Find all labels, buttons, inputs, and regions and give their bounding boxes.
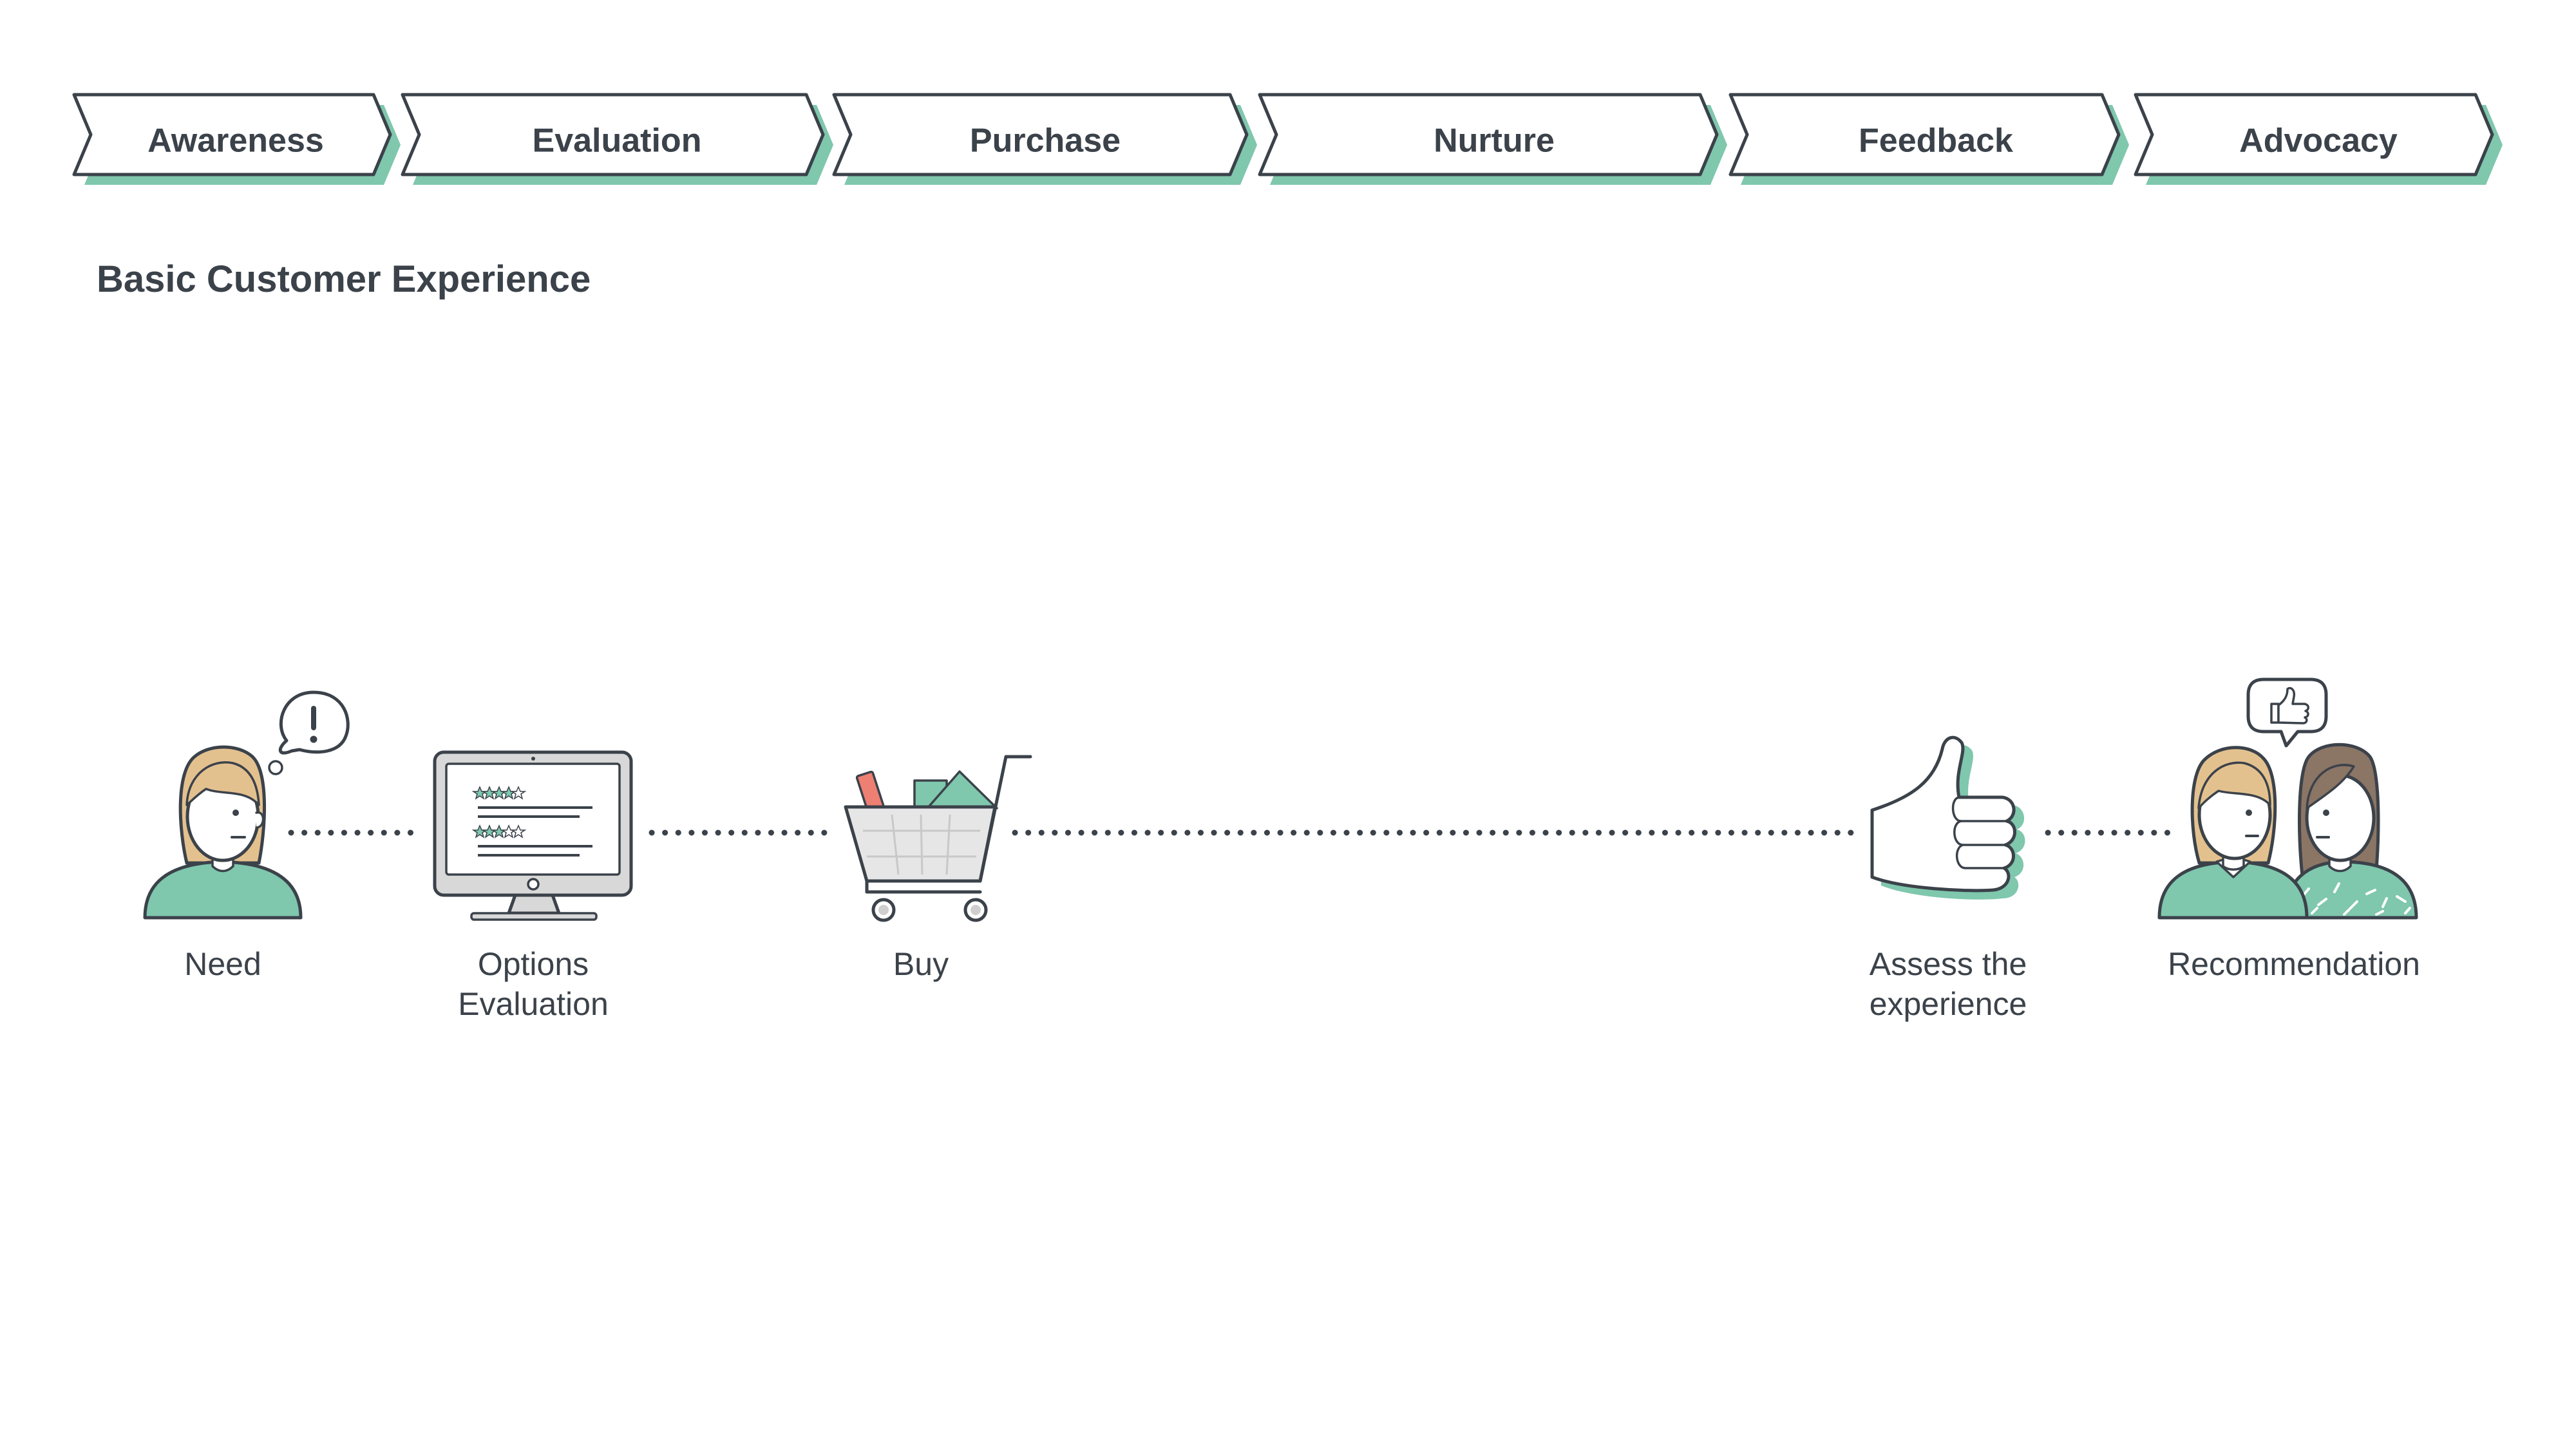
step-label-need: Need xyxy=(184,946,261,982)
stage-label: Evaluation xyxy=(533,122,702,160)
stage-awareness: Awareness xyxy=(72,93,401,185)
person-thinking-icon xyxy=(143,690,350,920)
thumbs-up-icon xyxy=(1870,735,2025,900)
step-label-options: Options xyxy=(478,946,589,982)
stage-nurture: Nurture xyxy=(1258,93,1727,185)
stage-advocacy: Advocacy xyxy=(2134,93,2503,185)
step-label-options-line2: Evaluation xyxy=(458,986,609,1022)
stage-purchase: Purchase xyxy=(832,93,1257,185)
monitor-reviews-icon xyxy=(433,750,633,921)
stage-label: Awareness xyxy=(147,122,324,160)
stage-feedback: Feedback xyxy=(1728,93,2129,185)
step-label-recommendation: Recommendation xyxy=(2168,946,2420,982)
stage-label: Feedback xyxy=(1859,122,2013,160)
stage-label: Advocacy xyxy=(2239,122,2398,160)
step-label-assess-line2: experience xyxy=(1870,986,2027,1022)
shopping-cart-icon xyxy=(844,755,1032,922)
stage-label: Purchase xyxy=(970,122,1121,160)
people-talking-icon xyxy=(2157,677,2418,920)
section-title: Basic Customer Experience xyxy=(97,258,591,300)
stage-evaluation: Evaluation xyxy=(401,93,833,185)
step-label-assess: Assess the xyxy=(1870,946,2027,982)
step-label-buy: Buy xyxy=(893,946,949,982)
stage-label: Nurture xyxy=(1434,122,1555,160)
